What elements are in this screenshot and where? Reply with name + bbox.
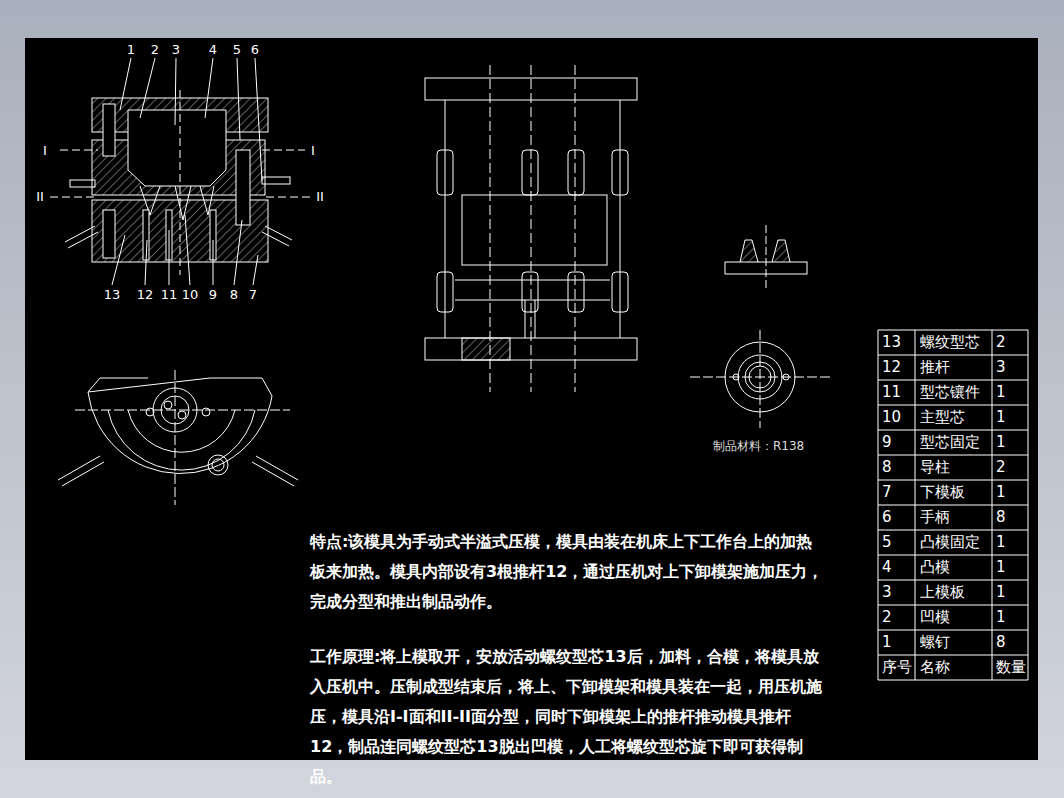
callout-number: 1	[127, 43, 135, 58]
table-cell: 1	[996, 609, 1006, 626]
table-cell: 3	[996, 359, 1006, 376]
table-cell: 3	[882, 584, 892, 601]
callout-number: 10	[182, 288, 199, 303]
table-cell: 1	[996, 584, 1006, 601]
table-cell: 主型芯	[920, 409, 965, 426]
table-cell: 8	[996, 634, 1006, 651]
table-cell: 1	[996, 534, 1006, 551]
table-cell: 螺钉	[920, 634, 950, 651]
table-cell: 上模板	[920, 584, 965, 601]
table-cell: 型芯固定	[920, 434, 980, 451]
callout-number: 6	[251, 43, 259, 58]
table-cell: 8	[882, 459, 892, 476]
section-mark: I	[311, 144, 315, 159]
table-cell: 10	[882, 409, 901, 426]
table-cell: 1	[996, 559, 1006, 576]
callout-number: 11	[161, 288, 178, 303]
section-mark: I	[43, 144, 47, 159]
table-cell: 导柱	[920, 459, 950, 476]
table-cell: 序号	[882, 659, 912, 676]
callout-number: 13	[104, 288, 121, 303]
callout-number: 12	[137, 288, 154, 303]
table-cell: 手柄	[920, 509, 950, 526]
table-cell: 名称	[920, 659, 950, 676]
table-cell: 5	[882, 534, 892, 551]
table-cell: 推杆	[920, 359, 950, 376]
table-cell: 9	[882, 434, 892, 451]
note-paragraph: 工作原理:将上模取开，安放活动螺纹型芯13后，加料，合模，将模具放入压机中。压制…	[310, 642, 825, 792]
section-mark: II	[316, 190, 324, 205]
table-cell: 7	[882, 484, 892, 501]
table-cell: 13	[882, 334, 901, 351]
callout-number: 8	[230, 288, 238, 303]
table-cell: 型芯镶件	[920, 384, 980, 401]
table-cell: 下模板	[920, 484, 965, 501]
table-cell: 8	[996, 509, 1006, 526]
table-cell: 1	[882, 634, 892, 651]
table-cell: 2	[996, 334, 1006, 351]
section-mark: II	[36, 190, 44, 205]
table-cell: 1	[996, 434, 1006, 451]
table-cell: 数量	[996, 659, 1026, 676]
note-paragraph: 特点:该模具为手动式半溢式压模，模具由装在机床上下工作台上的加热板来加热。模具内…	[310, 527, 825, 617]
callout-number: 9	[209, 288, 217, 303]
table-cell: 1	[996, 409, 1006, 426]
callout-number: 7	[249, 288, 257, 303]
callout-number: 5	[233, 43, 241, 58]
table-cell: 1	[996, 384, 1006, 401]
material-note: 制品材料：R138	[713, 440, 804, 454]
table-cell: 11	[882, 384, 901, 401]
table-cell: 4	[882, 559, 892, 576]
table-cell: 螺纹型芯	[920, 334, 980, 351]
table-cell: 凸模固定	[920, 534, 980, 551]
table-cell: 1	[996, 484, 1006, 501]
table-cell: 凹模	[920, 609, 950, 626]
table-cell: 2	[882, 609, 892, 626]
table-cell: 2	[996, 459, 1006, 476]
table-cell: 12	[882, 359, 901, 376]
table-cell: 凸模	[920, 559, 950, 576]
callout-number: 2	[151, 43, 159, 58]
table-cell: 6	[882, 509, 892, 526]
callout-number: 3	[172, 43, 180, 58]
callout-number: 4	[209, 43, 217, 58]
